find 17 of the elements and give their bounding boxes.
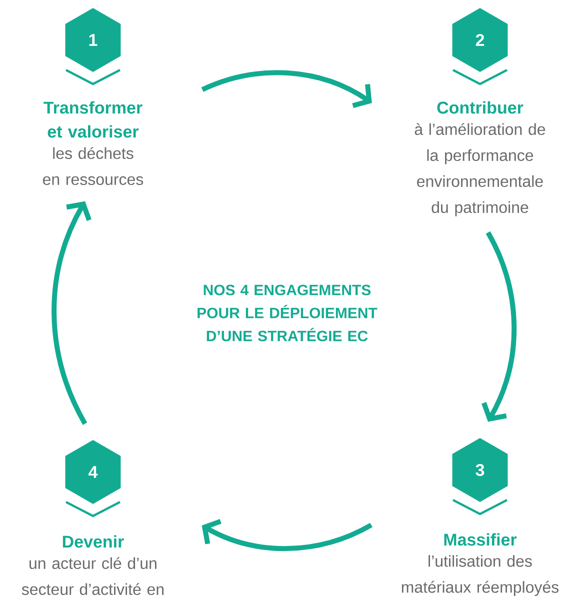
step-heading: Contribuer (437, 101, 524, 114)
arrow (52, 201, 92, 425)
step-heading: Transformer et valoriser (44, 101, 142, 138)
number-hexagon: 1 (65, 8, 121, 72)
step-description: l’utilisation des matériaux réemployés (402, 555, 559, 596)
step-heading: Devenir (62, 535, 124, 548)
arrow (202, 518, 372, 552)
step-heading: Massifier (444, 533, 517, 546)
center-title: NOS 4 ENGAGEMENTS POUR LE DÉPLOIEMENT D’UNE STRATÉGIE EC (198, 284, 378, 342)
arrow (482, 231, 517, 422)
step-description: à l’amélioration de la performance environnementale du patrimoine (414, 123, 546, 216)
step-description: un acteur clé d’un secteur d’activité en (22, 557, 164, 596)
number-hexagon: 2 (452, 8, 508, 72)
arrow (201, 70, 372, 108)
step-description: les déchets en ressources (42, 147, 144, 186)
number-hexagon: 3 (452, 438, 508, 502)
number-hexagon: 4 (65, 440, 121, 504)
